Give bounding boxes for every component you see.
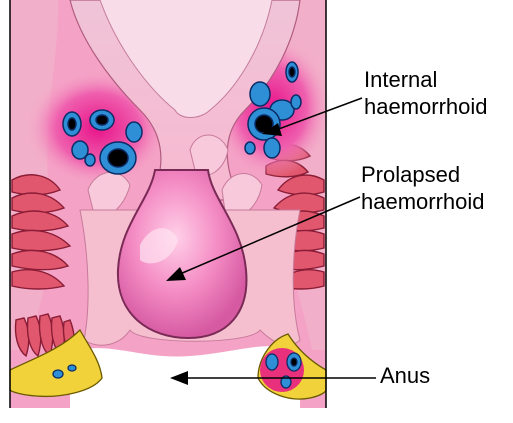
label-prolapsed-haemorrhoid: Prolapsed haemorrhoid: [361, 161, 485, 215]
label-anus: Anus: [380, 362, 430, 389]
label-prolapsed-line1: Prolapsed: [361, 161, 485, 188]
label-internal-line2: haemorrhoid: [364, 93, 488, 120]
label-prolapsed-line2: haemorrhoid: [361, 188, 485, 215]
label-internal-line1: Internal: [364, 66, 488, 93]
label-anus-text: Anus: [380, 362, 430, 389]
label-internal-haemorrhoid: Internal haemorrhoid: [364, 66, 488, 120]
